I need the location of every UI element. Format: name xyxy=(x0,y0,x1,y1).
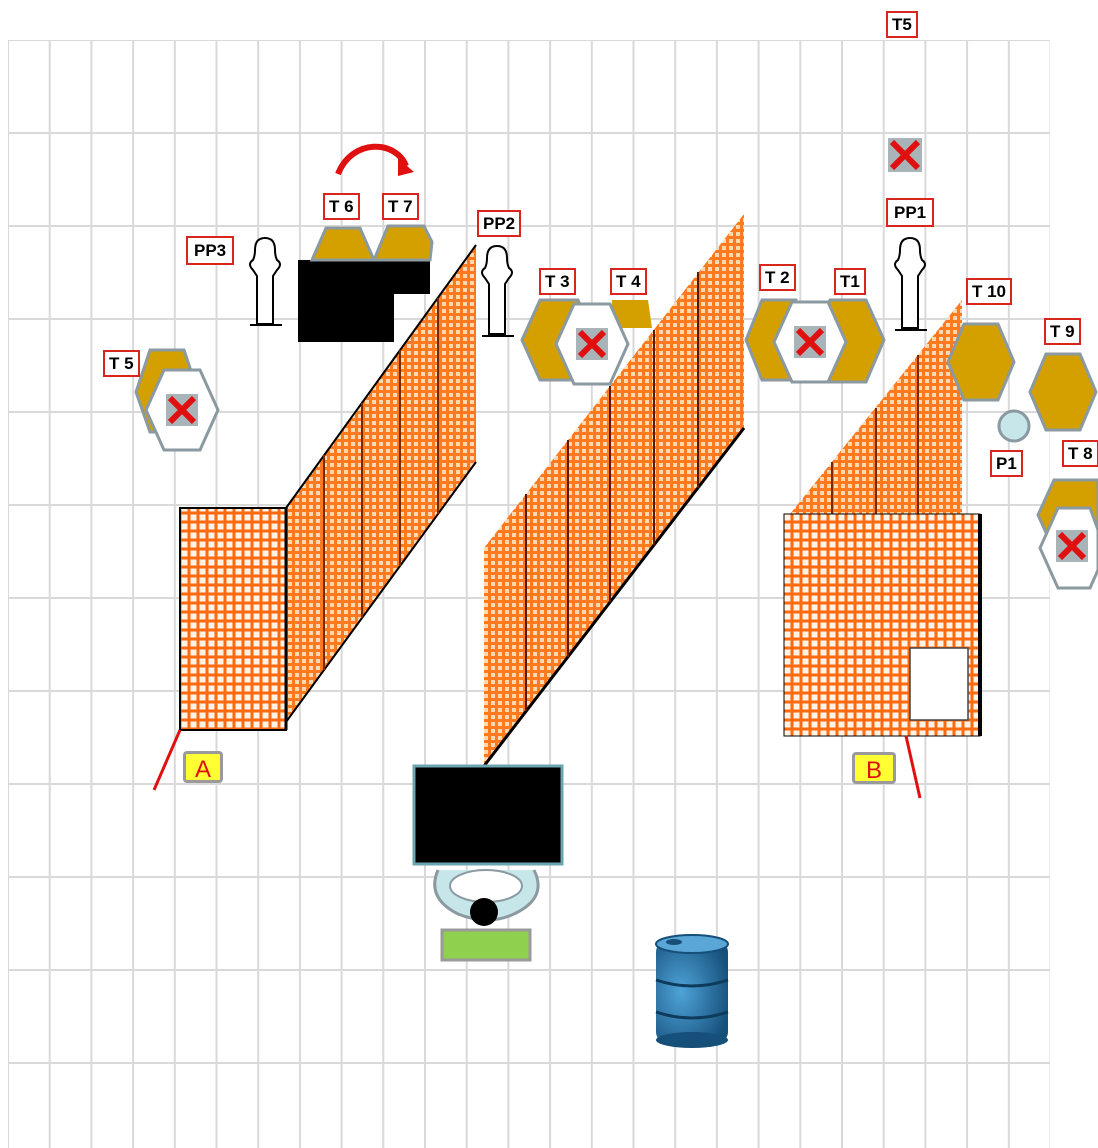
wall-a-front xyxy=(179,507,287,731)
target-t7 xyxy=(371,224,434,262)
black-barrier xyxy=(298,260,430,342)
label-p1: P1 xyxy=(990,450,1023,477)
zone-label-b: B xyxy=(852,752,896,784)
shooting-box xyxy=(440,928,532,962)
person-target-icon xyxy=(894,236,927,331)
wall-center xyxy=(484,214,744,766)
target-t4 xyxy=(612,300,652,328)
person-target-icon xyxy=(481,244,514,337)
label-t1: T1 xyxy=(834,268,866,295)
label-t6: T 6 xyxy=(323,193,360,220)
label-t5-left: T 5 xyxy=(103,350,140,377)
label-pp1: PP1 xyxy=(886,198,935,227)
label-t8: T 8 xyxy=(1062,440,1098,467)
fault-line-a xyxy=(152,729,182,791)
barrel-icon xyxy=(655,934,729,1048)
start-table xyxy=(412,764,564,866)
label-t2: T 2 xyxy=(759,264,796,291)
wall-a-angled xyxy=(286,245,476,722)
fault-line-b xyxy=(904,735,922,799)
target-t10 xyxy=(946,322,1016,402)
label-t7: T 7 xyxy=(382,193,419,220)
label-t9: T 9 xyxy=(1044,318,1081,345)
label-t5-top: T5 xyxy=(886,11,918,38)
zone-label-a: A xyxy=(183,751,223,783)
label-t10: T 10 xyxy=(966,278,1013,305)
rotate-arrow-icon xyxy=(335,143,409,176)
wall-b-window xyxy=(909,647,969,721)
person-target-icon xyxy=(249,236,282,326)
no-shoot-x-icon xyxy=(576,328,608,360)
popper-p1 xyxy=(997,409,1031,443)
label-t3: T 3 xyxy=(539,268,576,295)
label-t4: T 4 xyxy=(610,268,647,295)
label-pp3: PP3 xyxy=(186,236,235,265)
target-t9 xyxy=(1028,352,1098,432)
label-pp2: PP2 xyxy=(477,210,522,237)
no-shoot-x-icon xyxy=(888,138,922,172)
